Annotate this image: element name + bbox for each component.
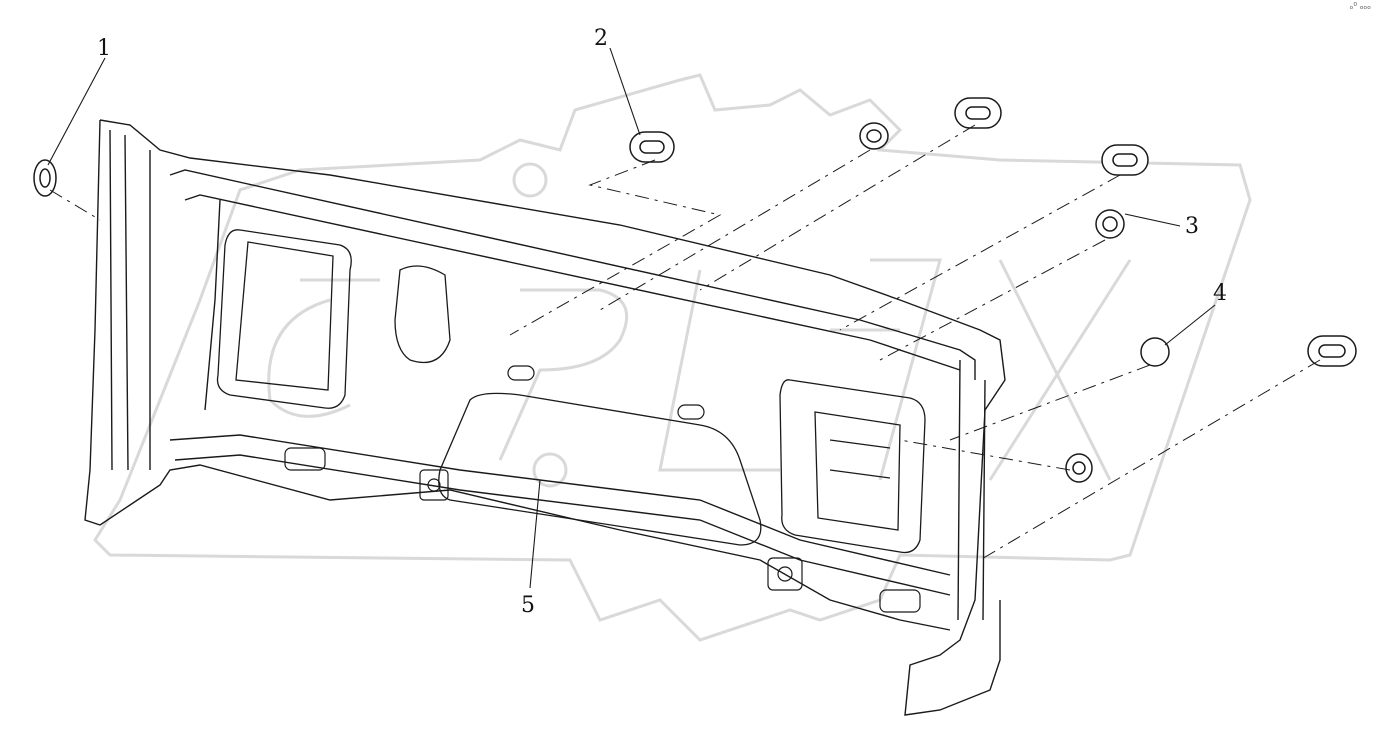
callout-2: 2 [594, 26, 608, 51]
callout-1: 1 [97, 36, 111, 61]
callout-leaders [47, 47, 1216, 589]
callout-5: 5 [521, 593, 535, 618]
hinge-brackets [284, 365, 921, 613]
callout-3: 3 [1185, 214, 1199, 239]
callout-4: 4 [1213, 281, 1227, 306]
corner-mark: ₒ⁰ ₒₒₒ [1349, 2, 1371, 12]
assembly-centerlines [49, 124, 1321, 561]
round-plugs [33, 122, 1170, 483]
oval-plugs [629, 97, 1357, 367]
watermark-letters [267, 258, 1132, 481]
watermark-gear [93, 73, 1252, 642]
back-wall-panel [84, 119, 1006, 716]
window-openings [216, 229, 926, 554]
